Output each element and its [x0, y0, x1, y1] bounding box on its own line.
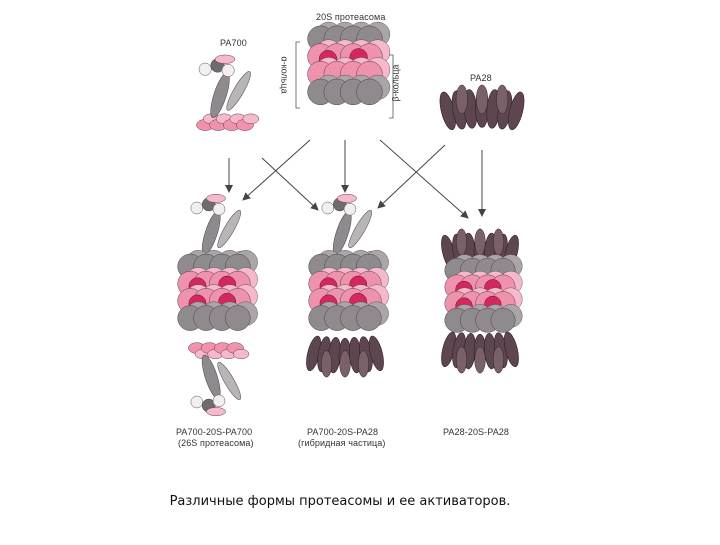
complex2-pa28-bottom	[306, 335, 384, 378]
label-complex-pa700-20s-pa700: PA700-20S-PA700	[176, 427, 253, 437]
complex2-pa700-top-lid-4	[337, 193, 357, 203]
top-pa700-rod-1	[210, 72, 230, 118]
complex2-20s	[308, 250, 389, 331]
bracket-alpha	[295, 41, 300, 109]
arrow-20s-to-right	[379, 139, 469, 219]
complex2-pa28-bottom-back-petal-1	[339, 350, 351, 378]
complex3-pa28-bottom-back-petal-1	[474, 346, 486, 374]
complex1-pa700-bottom-lid-1	[190, 395, 204, 409]
complex2-pa700-top-rod-2	[348, 209, 373, 249]
top-pa700	[196, 54, 260, 131]
complex1-pa700-top-lid-3	[212, 202, 226, 216]
complex1-pa700-bottom	[188, 342, 250, 417]
complex2-pa700-top-rod-1	[332, 211, 352, 256]
complex1-pa700-top-lid-1	[190, 201, 204, 215]
label-20s-proteasome: 20S протеасома	[316, 12, 386, 22]
complex1-pa700-bottom-rod-1	[201, 354, 221, 399]
complex2-pa700-top-lid-1	[321, 201, 335, 215]
label-complex-pa28-20s-pa28: PA28-20S-PA28	[443, 427, 510, 437]
top-pa700-base2-3	[242, 113, 260, 125]
complex1-pa700-bottom-lid-3	[212, 394, 226, 408]
complex1-pa700-top-rod-1	[201, 211, 221, 256]
figure-caption: Различные формы протеасомы и ее активато…	[169, 494, 511, 509]
complex3-pa28-bottom-back-petal-0	[455, 346, 468, 374]
top-20s-proteasome	[307, 21, 391, 106]
label-pa700: PA700	[220, 38, 247, 48]
complex2-pa28-bottom-petal-6	[368, 335, 384, 372]
complex2-pa28-bottom-back-petal-2	[357, 350, 370, 378]
complex1-pa700-bottom-base2-3	[233, 348, 250, 360]
label-beta-rings: β-кольца	[390, 64, 401, 102]
top-pa28	[439, 84, 525, 131]
top-pa28-back-petal-0	[455, 84, 468, 115]
arrow-pa28-to-hybrid	[377, 144, 446, 209]
complex1-pa700-bottom-lid-4	[206, 407, 226, 417]
complex3-pa28-bottom-petal-6	[503, 331, 519, 368]
arrow-pa700-to-hybrid	[261, 157, 319, 211]
complex1-pa700-top-lid-4	[206, 193, 226, 203]
complex3-pa28-top-back-petal-0	[455, 228, 468, 256]
complex2-pa700-top-lid-3	[343, 202, 357, 216]
complex2-pa28-bottom-back-petal-0	[320, 350, 333, 378]
top-pa28-back-petal-1	[475, 84, 489, 115]
top-pa700-lid-1	[198, 62, 212, 76]
label-complex-26s: (26S протеасома)	[178, 438, 254, 448]
top-pa28-back-petal-2	[496, 84, 509, 115]
bracket-beta	[389, 54, 394, 119]
top-pa700-lid-3	[221, 63, 235, 77]
complex1-20s-ring-3-sphere-3	[224, 305, 251, 331]
complex3-pa28-bottom	[441, 331, 519, 374]
complex1-pa700-top-rod-2	[217, 209, 242, 249]
complex3-20s-ring-3-sphere-3	[490, 307, 516, 333]
top-pa28-petal-6	[508, 91, 525, 131]
top-pa700-lid-4	[214, 54, 236, 64]
label-alpha-rings: α-кольца	[279, 56, 290, 94]
label-pa28: PA28	[470, 73, 492, 83]
complex3-20s	[444, 254, 523, 333]
complex3-pa28-top-back-petal-1	[474, 228, 486, 256]
top-pa700-rod-2	[226, 71, 251, 111]
label-complex-pa700-20s-pa28: PA700-20S-PA28	[307, 427, 379, 437]
complex1-20s	[177, 250, 258, 331]
top-20s-proteasome-ring-3-sphere-3	[356, 78, 383, 106]
label-complex-hybrid: (гибридная частица)	[298, 438, 386, 448]
complex1-pa700-bottom-rod-2	[217, 361, 242, 401]
arrow-20s-to-left	[242, 139, 311, 201]
complex3-pa28-top-back-petal-2	[492, 228, 505, 256]
complex2-20s-ring-3-sphere-3	[355, 305, 382, 331]
complex3-pa28-bottom-back-petal-2	[492, 346, 505, 374]
